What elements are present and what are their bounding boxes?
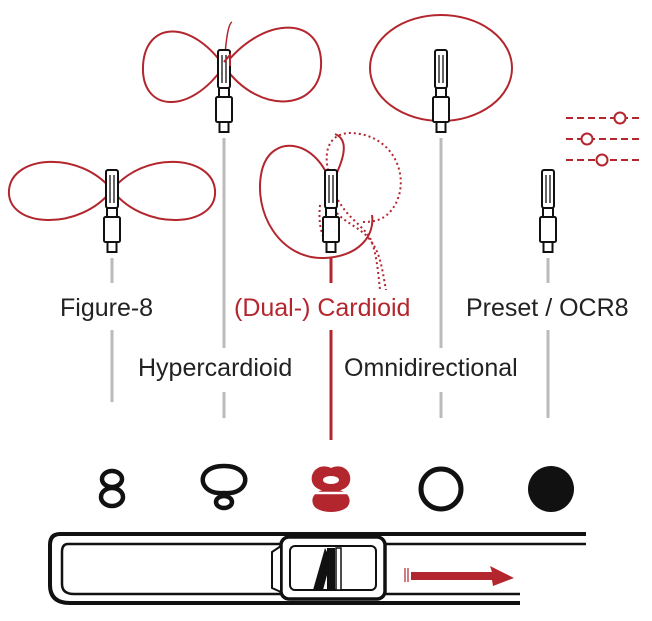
omni-icon (418, 466, 464, 512)
figure8-icon (98, 468, 126, 509)
preset-icon (528, 466, 574, 512)
mic-omni (432, 49, 450, 133)
dual-cardioid-pattern (259, 132, 402, 291)
figure8-pattern (7, 160, 217, 221)
label-hypercardioid: Hypercardioid (138, 354, 293, 382)
switch-knob[interactable] (271, 535, 387, 601)
mode-switch[interactable] (48, 532, 586, 605)
mic-figure8 (103, 169, 121, 253)
hypercardioid-icon (200, 463, 248, 511)
label-preset: Preset / OCR8 (466, 294, 629, 322)
switch-housing (48, 532, 586, 605)
hypercardioid-pattern (141, 21, 323, 103)
switch-housing-inner (60, 542, 586, 596)
mic-cardioid (322, 169, 340, 253)
guide-lines (110, 138, 550, 440)
right-arrow (404, 566, 514, 586)
label-omnidirectional: Omnidirectional (344, 354, 518, 382)
preset-sliders-icon (566, 111, 640, 167)
mic-preset (539, 169, 557, 253)
dual-cardioid-icon (311, 466, 351, 512)
label-dual-cardioid: (Dual-) Cardioid (234, 294, 411, 322)
label-figure8: Figure-8 (60, 294, 154, 322)
hypercardioid-rear-lobe-inner (223, 52, 231, 66)
